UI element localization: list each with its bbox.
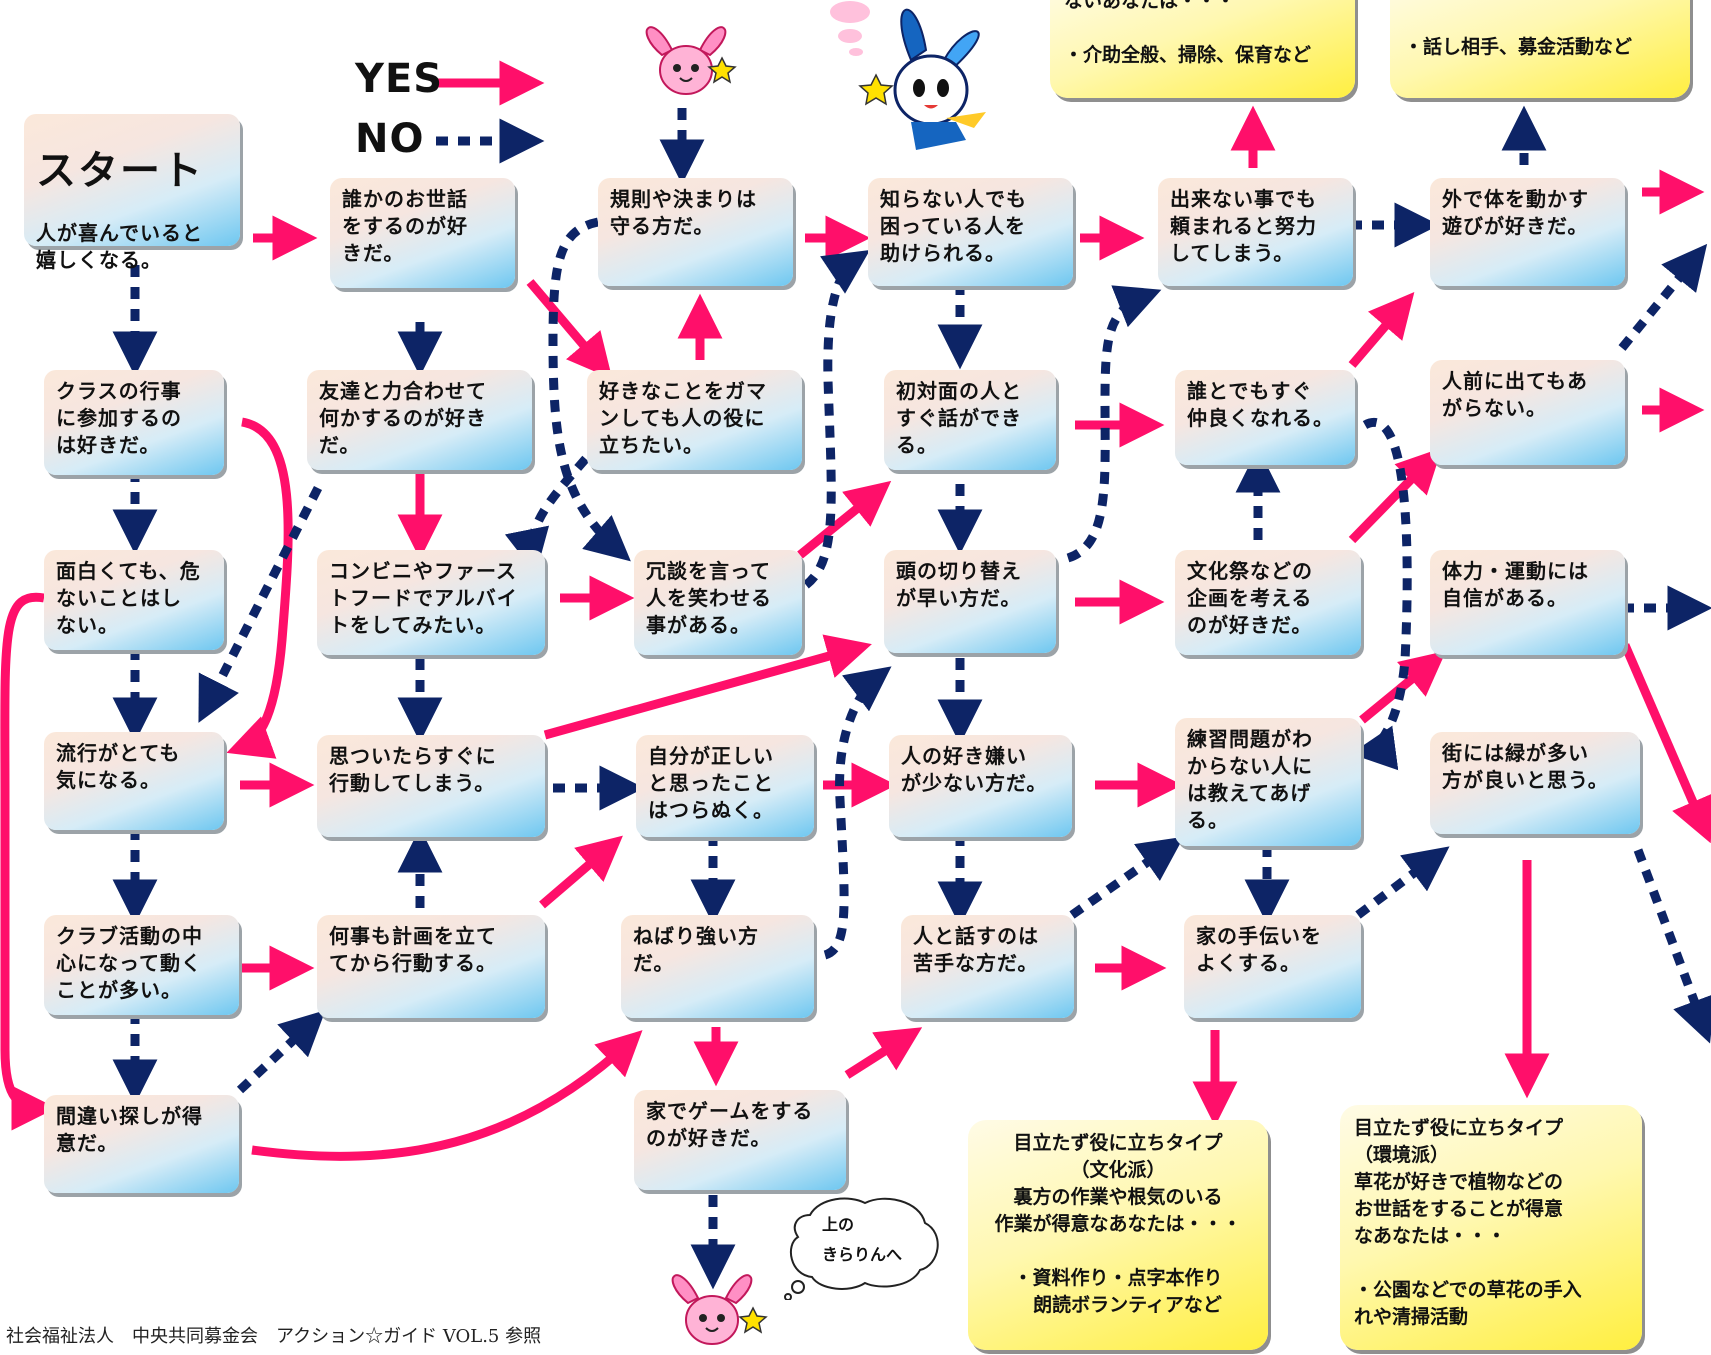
pink-mascot-icon xyxy=(645,26,737,95)
question-node: 頭の切り替え が早い方だ。 xyxy=(884,550,1056,653)
question-node: 冗談を言って 人を笑わせる 事がある。 xyxy=(634,550,802,655)
question-node: 初対面の人と すぐ話ができ る。 xyxy=(884,370,1056,470)
speech-bubble-icon xyxy=(784,1197,939,1300)
question-node: 人と話すのは 苦手な方だ。 xyxy=(901,915,1074,1018)
result-box-environment: 目立たず役に立ちタイプ （環境派） 草花が好きで植物などの お世話をすることが得… xyxy=(1340,1105,1642,1350)
pink-mascot-icon xyxy=(671,1274,768,1345)
question-node: 知らない人でも 困っている人を 助けられる。 xyxy=(868,178,1073,286)
question-node: 出来ない事でも 頼まれると努力 してしまう。 xyxy=(1158,178,1353,286)
question-node: クラブ活動の中 心になって動く ことが多い。 xyxy=(44,915,239,1015)
speech-bubble-text: 上の きらりんへ xyxy=(822,1215,903,1264)
question-node: 家の手伝いを よくする。 xyxy=(1184,915,1361,1018)
question-node: 誰かのお世話 をするのが好 きだ。 xyxy=(330,178,515,288)
result-box-talk: ・話し相手、募金活動など xyxy=(1390,0,1690,98)
question-node: 家でゲームをする のが好きだ。 xyxy=(634,1090,846,1190)
blue-mascot-icon xyxy=(858,8,986,150)
legend-no-label: NO xyxy=(355,116,425,162)
question-node: 規則や決まりは 守る方だ。 xyxy=(598,178,793,286)
question-node: 誰とでもすぐ 仲良くなれる。 xyxy=(1175,370,1355,465)
question-node: 体力・運動には 自信がある。 xyxy=(1430,550,1625,655)
result-box-culture: 目立たず役に立ちタイプ （文化派） 裏方の作業や根気のいる 作業が得意なあなたは… xyxy=(968,1120,1268,1350)
result-box-care: ないあなたは・・・ ・介助全般、掃除、保育など xyxy=(1050,0,1355,98)
legend-yes-label: YES xyxy=(355,56,444,102)
question-node: 練習問題がわ からない人に は教えてあげ る。 xyxy=(1175,718,1361,846)
question-node: 文化祭などの 企画を考える のが好きだ。 xyxy=(1175,550,1361,655)
question-node: 街には緑が多い 方が良いと思う。 xyxy=(1430,732,1640,834)
start-text: 人が喜んでいると 嬉しくなる。 xyxy=(36,221,203,272)
question-node: 間違い探しが得 意だ。 xyxy=(44,1095,239,1193)
question-node: 思ついたらすぐに 行動してしまう。 xyxy=(317,735,545,837)
question-node: コンビニやファース トフードでアルバイ トをしてみたい。 xyxy=(317,550,545,655)
question-node: 人の好き嫌い が少ない方だ。 xyxy=(889,735,1072,837)
thought-bubble-icon xyxy=(830,1,870,56)
question-node: 外で体を動かす 遊びが好きだ。 xyxy=(1430,178,1625,286)
question-node: 好きなことをガマ ンしても人の役に 立ちたい。 xyxy=(587,370,802,470)
question-node: ねばり強い方 だ。 xyxy=(621,915,814,1018)
question-node: 面白くても、危 ないことはし ない。 xyxy=(44,550,224,650)
start-node: スタート 人が喜んでいると 嬉しくなる。 xyxy=(24,114,240,272)
question-node: 流行がとても 気になる。 xyxy=(44,732,224,830)
question-node: 何事も計画を立て てから行動する。 xyxy=(317,915,545,1018)
question-node: 人前に出てもあ がらない。 xyxy=(1430,360,1625,465)
question-node: 友達と力合わせて 何かするのが好き だ。 xyxy=(307,370,532,470)
question-node: 自分が正しい と思ったこと はつらぬく。 xyxy=(636,735,814,837)
footer-credit: 社会福祉法人 中央共同募金会 アクション☆ガイド VOL.5 参照 xyxy=(6,1326,542,1347)
question-node: クラスの行事 に参加するの は好きだ。 xyxy=(44,370,224,475)
start-title: スタート xyxy=(36,148,204,194)
